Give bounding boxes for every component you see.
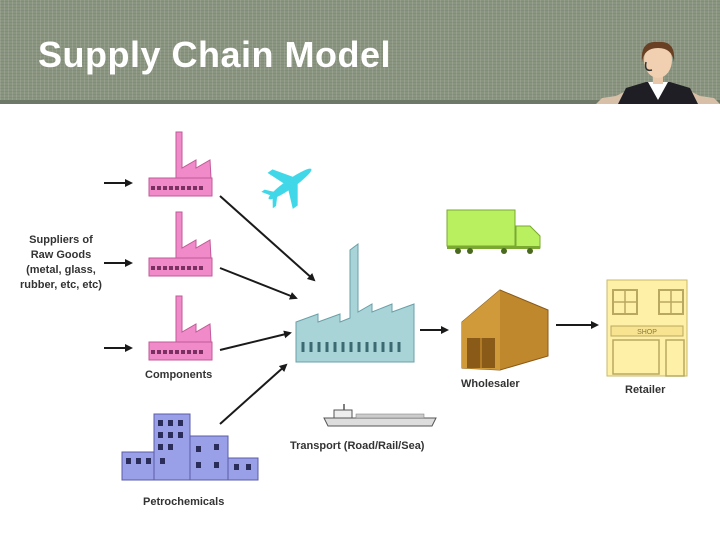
header-divider bbox=[0, 100, 720, 104]
slide-header: Supply Chain Model bbox=[0, 0, 720, 104]
ship-icon bbox=[323, 404, 437, 427]
label-petrochemicals: Petrochemicals bbox=[143, 496, 225, 508]
supplier-factory-3 bbox=[148, 295, 213, 361]
label-retailer: Retailer bbox=[625, 384, 666, 396]
shop-sign bbox=[610, 325, 684, 337]
supplier-factory-1 bbox=[148, 131, 213, 197]
retail-store-building: SHOP bbox=[606, 279, 688, 377]
manufacturer-factory bbox=[295, 243, 415, 363]
label-transport: Transport (Road/Rail/Sea) bbox=[290, 440, 425, 452]
label-wholesaler: Wholesaler bbox=[461, 378, 520, 390]
arrow-components-to-manufacturer bbox=[219, 330, 292, 351]
headset-icon bbox=[644, 61, 653, 72]
supplier-factory-2 bbox=[148, 211, 213, 277]
arrow-petrochem-to-manufacturer bbox=[219, 363, 288, 425]
arrow-supplier-2-to-manufacturer bbox=[219, 267, 298, 300]
shop-door bbox=[665, 339, 685, 377]
avatar-hair bbox=[641, 41, 675, 62]
presenter-avatar bbox=[596, 41, 720, 104]
petrochemical-building bbox=[121, 413, 259, 481]
slide-title: Supply Chain Model bbox=[38, 34, 392, 75]
avatar-collar bbox=[648, 82, 668, 100]
shop-sign-text: SHOP bbox=[637, 329, 657, 336]
warehouse-building bbox=[461, 289, 549, 371]
airplane-icon bbox=[261, 168, 312, 209]
supply-chain-diagram: SHOP bbox=[104, 131, 688, 481]
avatar-face bbox=[644, 42, 672, 78]
truck-icon bbox=[446, 209, 541, 254]
label-suppliers: Suppliers of Raw Goods (metal, glass, ru… bbox=[20, 234, 102, 291]
label-components: Components bbox=[145, 369, 213, 381]
arrow-supplier-1-to-manufacturer bbox=[219, 195, 316, 282]
